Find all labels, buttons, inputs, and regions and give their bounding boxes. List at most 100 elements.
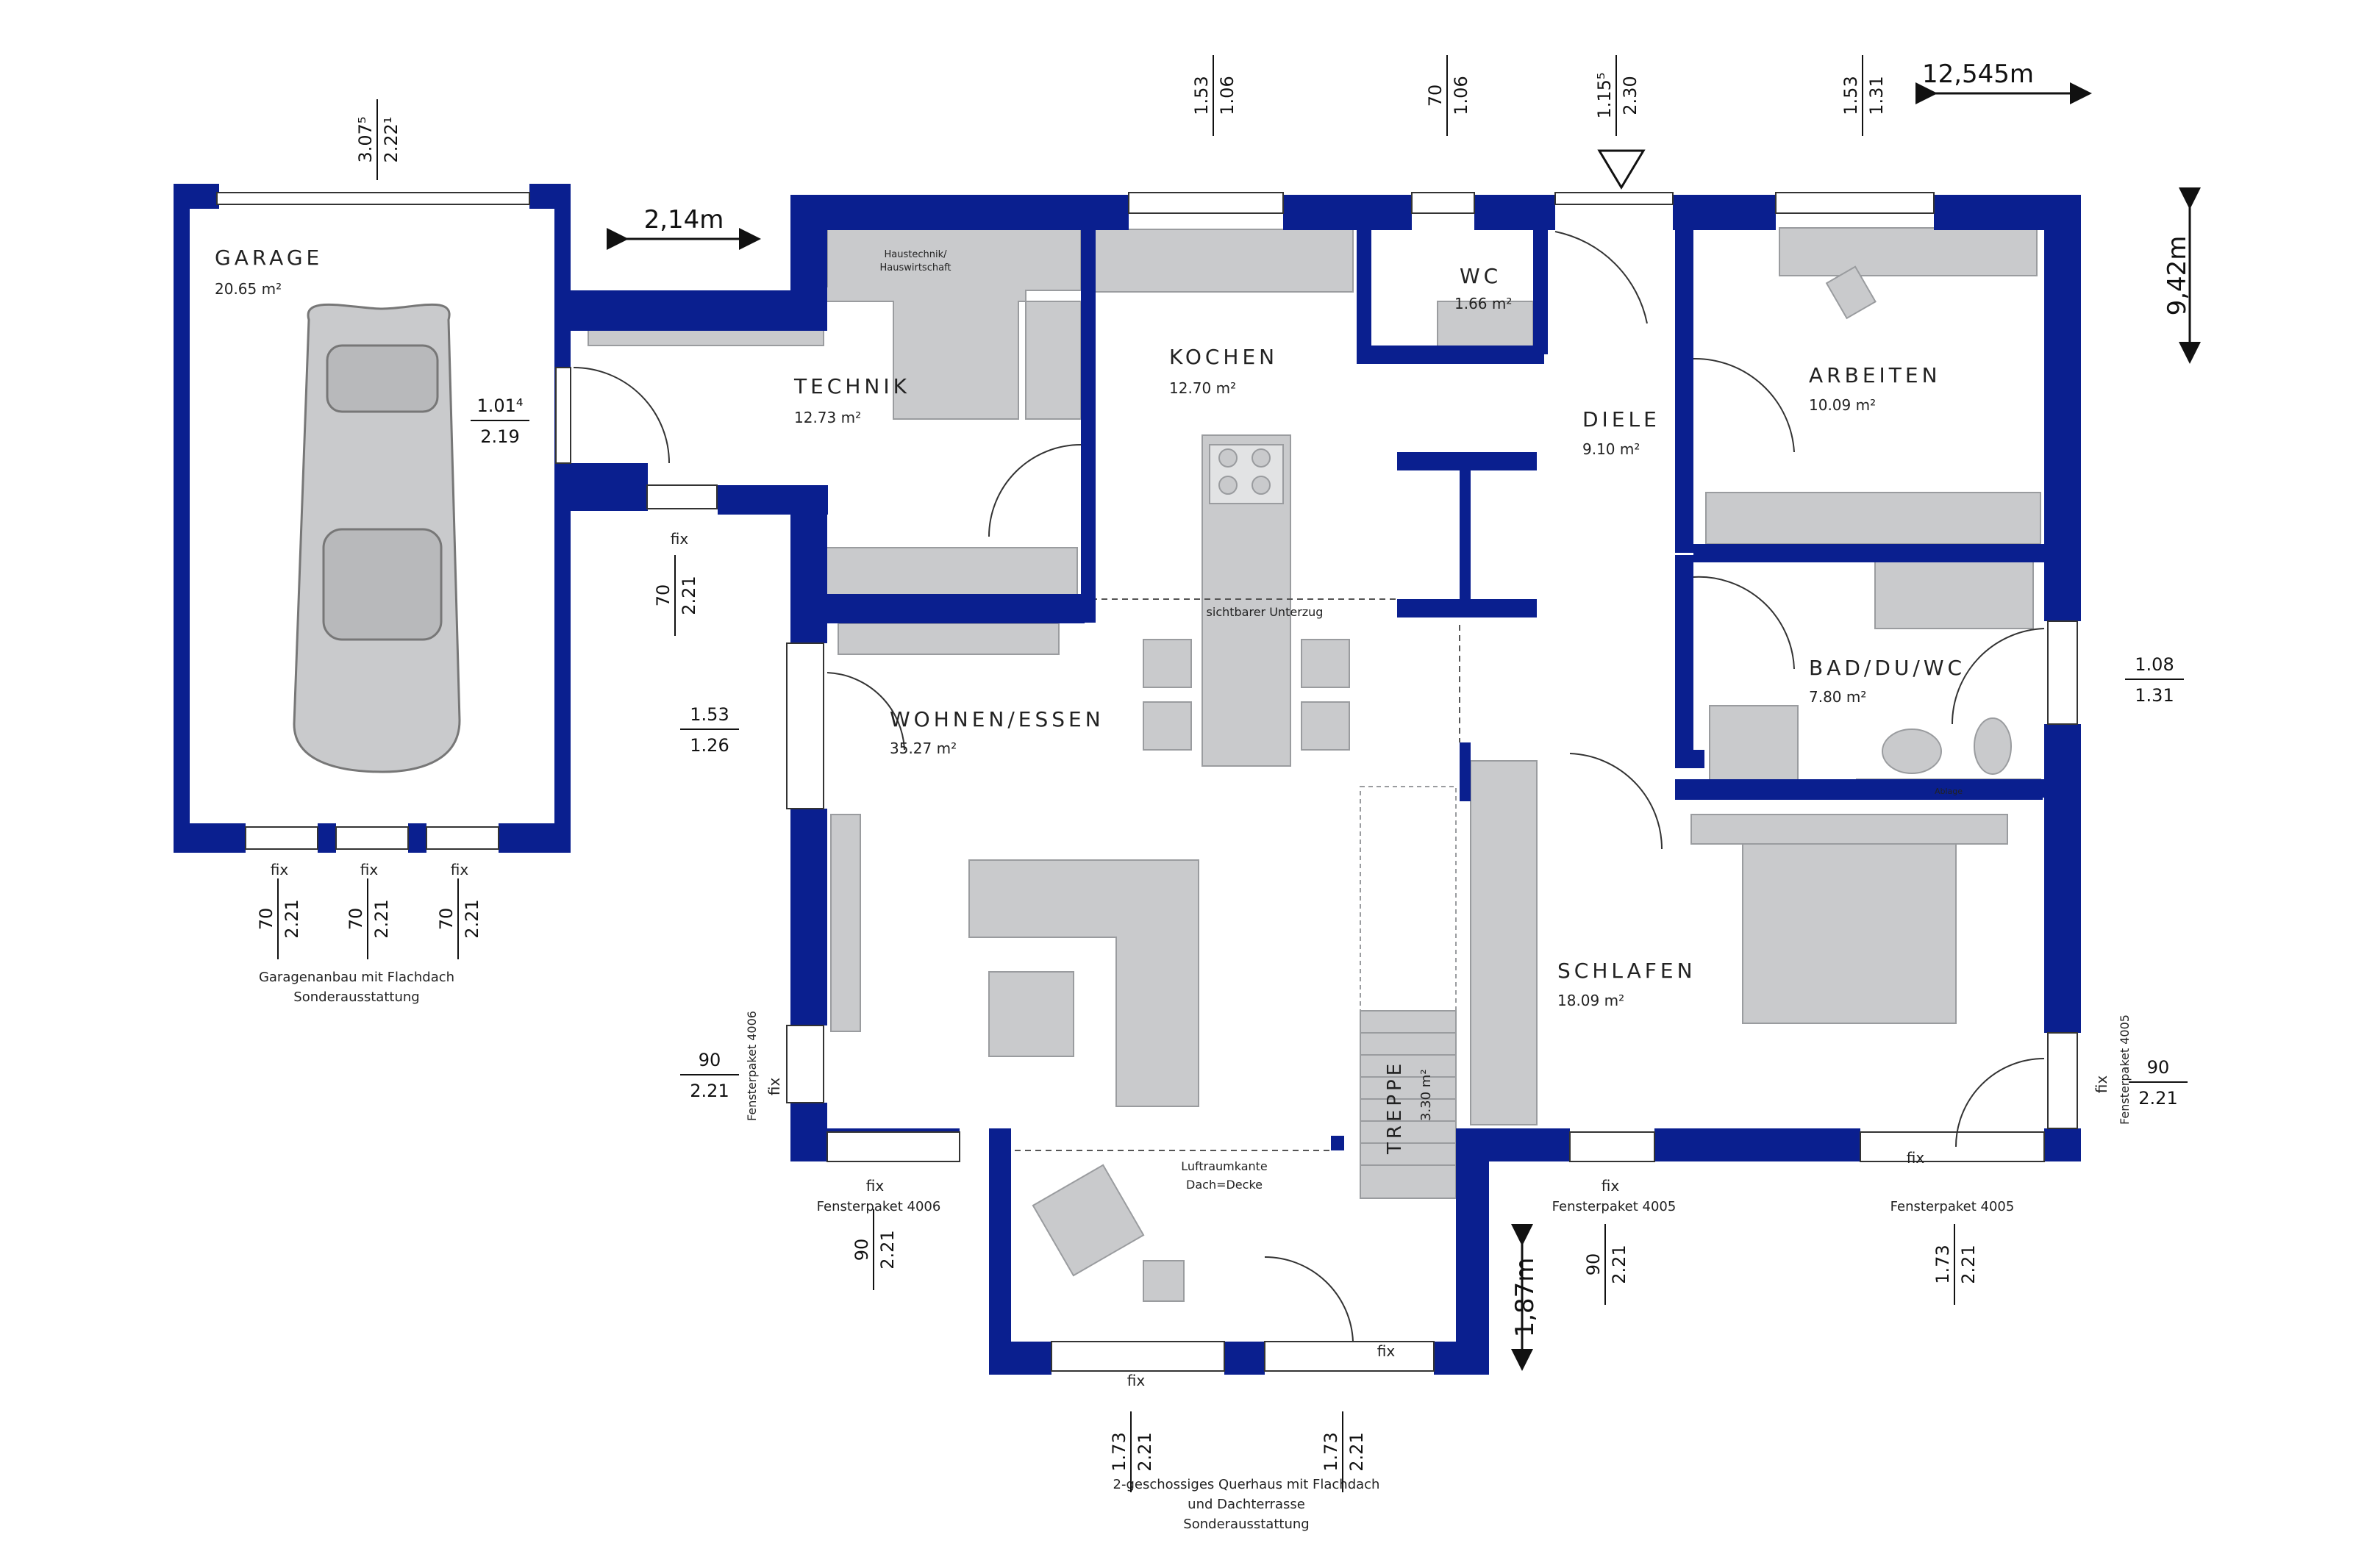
dim-entry-a: 1.15⁵: [1594, 72, 1615, 118]
dashed-guides: [1015, 598, 1460, 1151]
door-swings: [573, 231, 2045, 1342]
garage-note-2: Sonderausstattung: [293, 989, 419, 1005]
room-area-schlafen: 18.09 m²: [1557, 992, 1624, 1009]
dim-garage-bottom-1-a: 70: [256, 908, 276, 931]
room-labels: GARAGE 20.65 m² TECHNIK 12.73 m² KOCHEN …: [215, 246, 1965, 1155]
dim-querhaus-1-a: 1.73: [1109, 1432, 1129, 1471]
room-name-wc: WC: [1460, 264, 1502, 288]
dim-schlafen-right-a: 90: [2147, 1057, 2170, 1078]
room-area-bad: 7.80 m²: [1809, 688, 1866, 706]
windows: [216, 192, 2078, 1372]
room-area-wohnen: 35.27 m²: [890, 740, 957, 757]
dim-kitchen-top-b: 1.06: [1217, 76, 1238, 115]
room-area-arbeiten: 10.09 m²: [1809, 396, 1876, 414]
dim-depth: 9,42m: [2163, 236, 2192, 316]
room-area-diele: 9.10 m²: [1582, 440, 1640, 458]
room-area-kochen: 12.70 m²: [1169, 379, 1236, 397]
haustechnik-label-1: Haustechnik/: [885, 249, 948, 260]
dim-offset: 1,87m: [1510, 1258, 1540, 1338]
room-name-kochen: KOCHEN: [1169, 345, 1278, 369]
luftraum-label-1: Luftraumkante: [1181, 1159, 1268, 1173]
room-name-technik: TECHNIK: [793, 374, 910, 398]
fensterpaket-4005-label: Fensterpaket 4005: [2118, 1014, 2132, 1125]
room-name-garage: GARAGE: [215, 246, 323, 270]
dim-bad-right: 1.08 1.31: [2125, 654, 2184, 706]
querhaus-note-2: und Dachterrasse: [1188, 1497, 1305, 1512]
room-name-arbeiten: ARBEITEN: [1809, 363, 1941, 387]
querhaus-note-1: 2-geschossiges Querhaus mit Flachdach: [1113, 1477, 1380, 1492]
fix-label: fix: [1907, 1149, 1925, 1167]
dim-bad-right-a: 1.08: [2135, 654, 2174, 675]
garage-note-1: Garagenanbau mit Flachdach: [259, 970, 454, 985]
room-area-wc: 1.66 m²: [1454, 295, 1512, 312]
fix-label: fix: [2093, 1075, 2110, 1094]
car-icon: [293, 303, 461, 773]
fix-label: fix: [271, 861, 289, 878]
dim-wc-top-a: 70: [1425, 85, 1446, 107]
dim-garage-bottom-1-b: 2.21: [282, 899, 302, 938]
window-dimensions: 3.07⁵ 2.22¹ 1.53 1.06 70 1.06 1.15⁵ 2.30…: [256, 55, 2188, 1492]
luftraum-label-2: Dach=Decke: [1186, 1178, 1263, 1192]
querhaus-note-3: Sonderausstattung: [1183, 1517, 1309, 1532]
furniture-layer: [588, 227, 2041, 1302]
dim-entry-b: 2.30: [1620, 76, 1640, 115]
desk: [1825, 265, 1877, 320]
dim-querhaus-2-b: 2.21: [1346, 1432, 1367, 1471]
room-name-bad: BAD/DU/WC: [1809, 656, 1965, 680]
fix-label: fix: [1602, 1177, 1620, 1195]
dim-garage-bottom-3-a: 70: [436, 908, 457, 931]
kitchen-counter: [1091, 229, 1354, 293]
dim-garage-door-b: 2.19: [480, 426, 519, 447]
dim-wohnen-left: 1.53 1.26: [680, 704, 739, 756]
fix-label: fix: [1377, 1342, 1396, 1360]
dim-wohnen-bottom-b: 2.21: [877, 1230, 898, 1269]
dim-kitchen-top-a: 1.53: [1191, 76, 1212, 115]
dim-garage-bottom-2-b: 2.21: [371, 899, 392, 938]
dim-garage-gap: 2,14m: [644, 205, 724, 235]
dim-schlafen-bottom-2-b: 2.21: [1958, 1245, 1979, 1284]
dim-arbeiten-top-b: 1.31: [1866, 76, 1887, 115]
entry-arrow-icon: [1597, 149, 1646, 190]
walls: [174, 184, 2081, 1375]
dim-garage-door-a: 1.01⁴: [476, 395, 523, 416]
dim-schlafen-bottom-1-b: 2.21: [1609, 1245, 1629, 1284]
dim-schlafen-right: 90 2.21: [2129, 1057, 2188, 1109]
annotation-labels: Haustechnik/ Hauswirtschaft sichtbarer U…: [259, 249, 2132, 1532]
fix-label: fix: [360, 861, 379, 878]
haustechnik-label-2: Hauswirtschaft: [879, 262, 951, 273]
fix-label: fix: [1127, 1372, 1146, 1389]
fensterpaket-4006-label: Fensterpaket 4006: [745, 1011, 759, 1121]
dim-schlafen-bottom-1-a: 90: [1583, 1253, 1604, 1276]
fensterpaket-4005-label: Fensterpaket 4005: [1890, 1199, 2015, 1214]
overall-dimensions: 12,545m 9,42m 2,14m 1,87m: [607, 60, 2201, 1371]
room-name-diele: DIELE: [1582, 407, 1660, 432]
dim-technik-window-b: 2.21: [679, 576, 699, 615]
dim-width: 12,545m: [1922, 60, 2034, 89]
fix-label: fix: [765, 1078, 783, 1096]
stair-treads: [1360, 786, 1457, 1166]
dim-wc-top-b: 1.06: [1451, 76, 1471, 115]
dim-wohnen-bottom-a: 90: [851, 1239, 872, 1261]
fix-label: fix: [671, 530, 689, 548]
dim-technik-window-a: 70: [653, 584, 674, 607]
dim-arbeiten-top-a: 1.53: [1840, 76, 1861, 115]
dim-wohnen-left-b: 1.26: [690, 735, 729, 756]
dim-garage-bottom-3-b: 2.21: [462, 899, 482, 938]
dim-garage-door: 1.01⁴ 2.19: [471, 395, 529, 447]
fix-label: fix: [866, 1177, 885, 1195]
stair: [1360, 1010, 1457, 1199]
dim-bad-right-b: 1.31: [2135, 685, 2174, 706]
unterzug-label: sichtbarer Unterzug: [1207, 605, 1324, 619]
dim-garage-bottom-2-a: 70: [346, 908, 366, 931]
room-name-wohnen: WOHNEN/ESSEN: [890, 707, 1104, 731]
dim-garage-top-b: 2.22¹: [381, 116, 401, 162]
room-area-garage: 20.65 m²: [215, 280, 282, 298]
dim-wohnen-left-a: 1.53: [690, 704, 729, 725]
fensterpaket-4006-label: Fensterpaket 4006: [817, 1199, 941, 1214]
dim-wohnen-left-low: 90 2.21: [680, 1050, 739, 1101]
dim-garage-top-a: 3.07⁵: [355, 116, 376, 162]
fix-label: fix: [451, 861, 469, 878]
dim-querhaus-1-b: 2.21: [1135, 1432, 1155, 1471]
dim-querhaus-2-a: 1.73: [1321, 1432, 1341, 1471]
